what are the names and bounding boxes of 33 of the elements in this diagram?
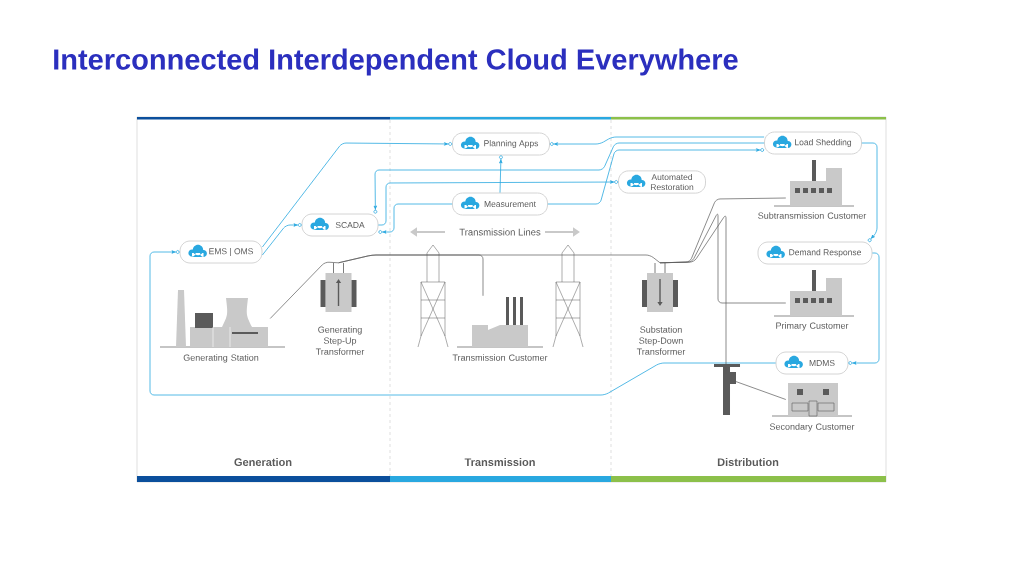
connector-arrow xyxy=(149,250,776,396)
cloud-service-pill: Demand Response xyxy=(757,241,873,265)
line-label: Transmission Lines xyxy=(459,228,541,236)
cloud-service-pill: Load Shedding xyxy=(764,131,862,155)
section-label: Generation xyxy=(234,457,292,467)
cloud-service-pill: MDMS xyxy=(775,351,849,375)
connector-arrow xyxy=(378,180,619,226)
connector-arrow xyxy=(499,155,503,193)
cloud-service-pill: Measurement xyxy=(452,192,548,216)
connector-arrow xyxy=(378,203,453,234)
drawing-label: Generating Station xyxy=(183,354,259,363)
drawing-label: Transmission Customer xyxy=(452,354,548,361)
cloud-service-pill: Automated Restoration xyxy=(618,170,706,194)
section-label: Distribution xyxy=(717,457,779,467)
drawing-label: Generating Step-Up Transformer xyxy=(315,326,365,355)
connector-arrow xyxy=(262,142,453,248)
connector-arrow xyxy=(262,223,302,256)
slide-title: Interconnected Interdependent Cloud Everywhere xyxy=(54,48,738,76)
section-label: Transmission xyxy=(464,457,535,467)
cloud-service-pill: EMS | OMS xyxy=(179,240,263,264)
connector-arrow xyxy=(373,142,765,214)
connector-arrow xyxy=(861,142,878,243)
connector-arrow xyxy=(848,252,880,365)
drawing-label: Substation Step-Down Transformer xyxy=(636,326,686,355)
cloud-service-pill: SCADA xyxy=(301,213,379,237)
connector-arrow xyxy=(547,148,765,205)
cloud-service-pill: Planning Apps xyxy=(452,132,550,156)
power-line xyxy=(659,215,787,400)
drawing-label: Secondary Customer xyxy=(769,423,855,432)
drawing-label: Primary Customer xyxy=(776,322,849,331)
connector-arrow xyxy=(549,136,765,146)
drawing-label: Subtransmission Customer xyxy=(758,212,867,219)
power-line xyxy=(338,254,484,297)
